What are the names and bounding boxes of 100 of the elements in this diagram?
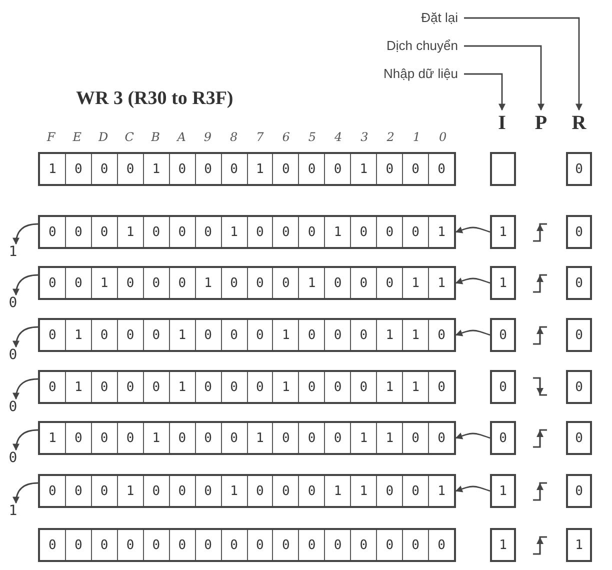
bit-cell: 0 — [298, 530, 324, 560]
bit-cell: 0 — [64, 217, 91, 247]
bit-cell: 0 — [272, 217, 298, 247]
bit-cell: 0 — [194, 423, 221, 453]
bit-cell: 0 — [116, 154, 143, 184]
bit-cell: 0 — [142, 372, 169, 402]
register — [38, 266, 456, 300]
bit-position-label: F — [46, 130, 56, 144]
bit-cell: 1 — [194, 268, 221, 298]
bit-cell: 0 — [272, 476, 298, 506]
bit-cell: 0 — [402, 423, 428, 453]
bit-cell: 0 — [168, 423, 195, 453]
bit-cell: 0 — [350, 320, 376, 350]
bit-cell: 1 — [324, 217, 350, 247]
bit-cell: 0 — [116, 320, 143, 350]
bit-cell: 0 — [90, 154, 117, 184]
bit-cell: 1 — [64, 372, 91, 402]
bit-cell: 1 — [168, 372, 195, 402]
input-bit-box: 1 — [490, 474, 516, 508]
bit-cell: 0 — [272, 530, 298, 560]
bit-cell: 0 — [116, 372, 143, 402]
bit-position-label: 7 — [255, 130, 265, 144]
bit-cell: 0 — [402, 217, 428, 247]
bit-cell: 0 — [64, 476, 91, 506]
bit-cell: 1 — [246, 154, 272, 184]
bit-cell: 0 — [220, 268, 246, 298]
bit-cell: 0 — [298, 423, 324, 453]
bit-cell: 0 — [428, 530, 454, 560]
signal-label: Đặt lại — [330, 10, 458, 26]
bit-cell: 0 — [376, 268, 402, 298]
bit-cell: 0 — [90, 423, 117, 453]
register — [38, 370, 456, 404]
bit-cell: 1 — [428, 268, 454, 298]
arrow — [12, 326, 38, 348]
bit-cell: 0 — [324, 372, 350, 402]
bit-cell: 0 — [246, 320, 272, 350]
arrow — [455, 432, 490, 440]
bit-position-label: B — [150, 130, 161, 144]
register — [38, 528, 456, 562]
bit-cell-text: 0 — [48, 224, 58, 242]
bit-cell: 0 — [350, 268, 376, 298]
bit-cell: 0 — [90, 476, 117, 506]
bit-cell: 0 — [246, 217, 272, 247]
arrow — [455, 330, 490, 336]
bit-cell: 1 — [350, 154, 376, 184]
bit-cell: 0 — [220, 320, 246, 350]
bit-cell: 0 — [220, 154, 246, 184]
bit-cell: 1 — [402, 320, 428, 350]
bit-cell: 0 — [168, 268, 195, 298]
bit-cell: 0 — [168, 154, 195, 184]
arrow — [455, 226, 490, 234]
carry-bit: 1 — [6, 245, 20, 259]
bit-cell: 0 — [168, 530, 195, 560]
reset-bit-box: 0 — [566, 215, 592, 249]
bit-cell: 1 — [324, 476, 350, 506]
arrow — [464, 45, 544, 111]
bit-cell: 0 — [116, 423, 143, 453]
input-bit-box: 0 — [490, 370, 516, 404]
title: WR 3 (R30 to R3F) — [76, 88, 234, 110]
reset-bit-box: 0 — [566, 318, 592, 352]
bit-cell: 0 — [246, 530, 272, 560]
carry-bit: 0 — [6, 348, 20, 362]
bit-cell: 1 — [64, 320, 91, 350]
bit-cell: 0 — [168, 217, 195, 247]
bit-cell: 1 — [90, 268, 117, 298]
bit-cell: 1 — [272, 372, 298, 402]
reset-bit-box: 0 — [566, 266, 592, 300]
column-header: R — [568, 112, 590, 134]
bit-cell: 0 — [246, 476, 272, 506]
bit-cell: 1 — [428, 217, 454, 247]
bit-position-label: 6 — [281, 130, 291, 144]
bit-cell: 0 — [64, 423, 91, 453]
register — [38, 318, 456, 352]
bit-cell: 0 — [402, 154, 428, 184]
bit-cell: 0 — [428, 154, 454, 184]
carry-bit: 1 — [6, 504, 20, 518]
bit-cell: 0 — [376, 530, 402, 560]
bit-cell: 0 — [194, 476, 221, 506]
bit-cell: 0 — [402, 476, 428, 506]
bit-cell: 0 — [142, 530, 169, 560]
input-bit-box: 1 — [490, 528, 516, 562]
arrow — [12, 223, 38, 245]
bit-cell: 1 — [142, 154, 169, 184]
input-bit-box: 0 — [490, 421, 516, 455]
signal-label: Nhập dữ liệu — [330, 66, 458, 82]
column-header: I — [492, 112, 512, 134]
bit-cell: 1 — [168, 320, 195, 350]
bit-cell: 0 — [142, 476, 169, 506]
arrow — [464, 17, 582, 111]
bit-cell: 0 — [376, 154, 402, 184]
arrow — [12, 429, 38, 451]
bit-cell: 1 — [350, 423, 376, 453]
arrow — [464, 73, 506, 111]
bit-cell: 0 — [90, 320, 117, 350]
bit-cell: 0 — [350, 217, 376, 247]
bit-cell: 0 — [220, 530, 246, 560]
bit-cell: 0 — [116, 268, 143, 298]
bit-position-label: 5 — [307, 130, 318, 144]
input-bit-box: 0 — [490, 318, 516, 352]
bit-position-label: E — [72, 130, 82, 144]
